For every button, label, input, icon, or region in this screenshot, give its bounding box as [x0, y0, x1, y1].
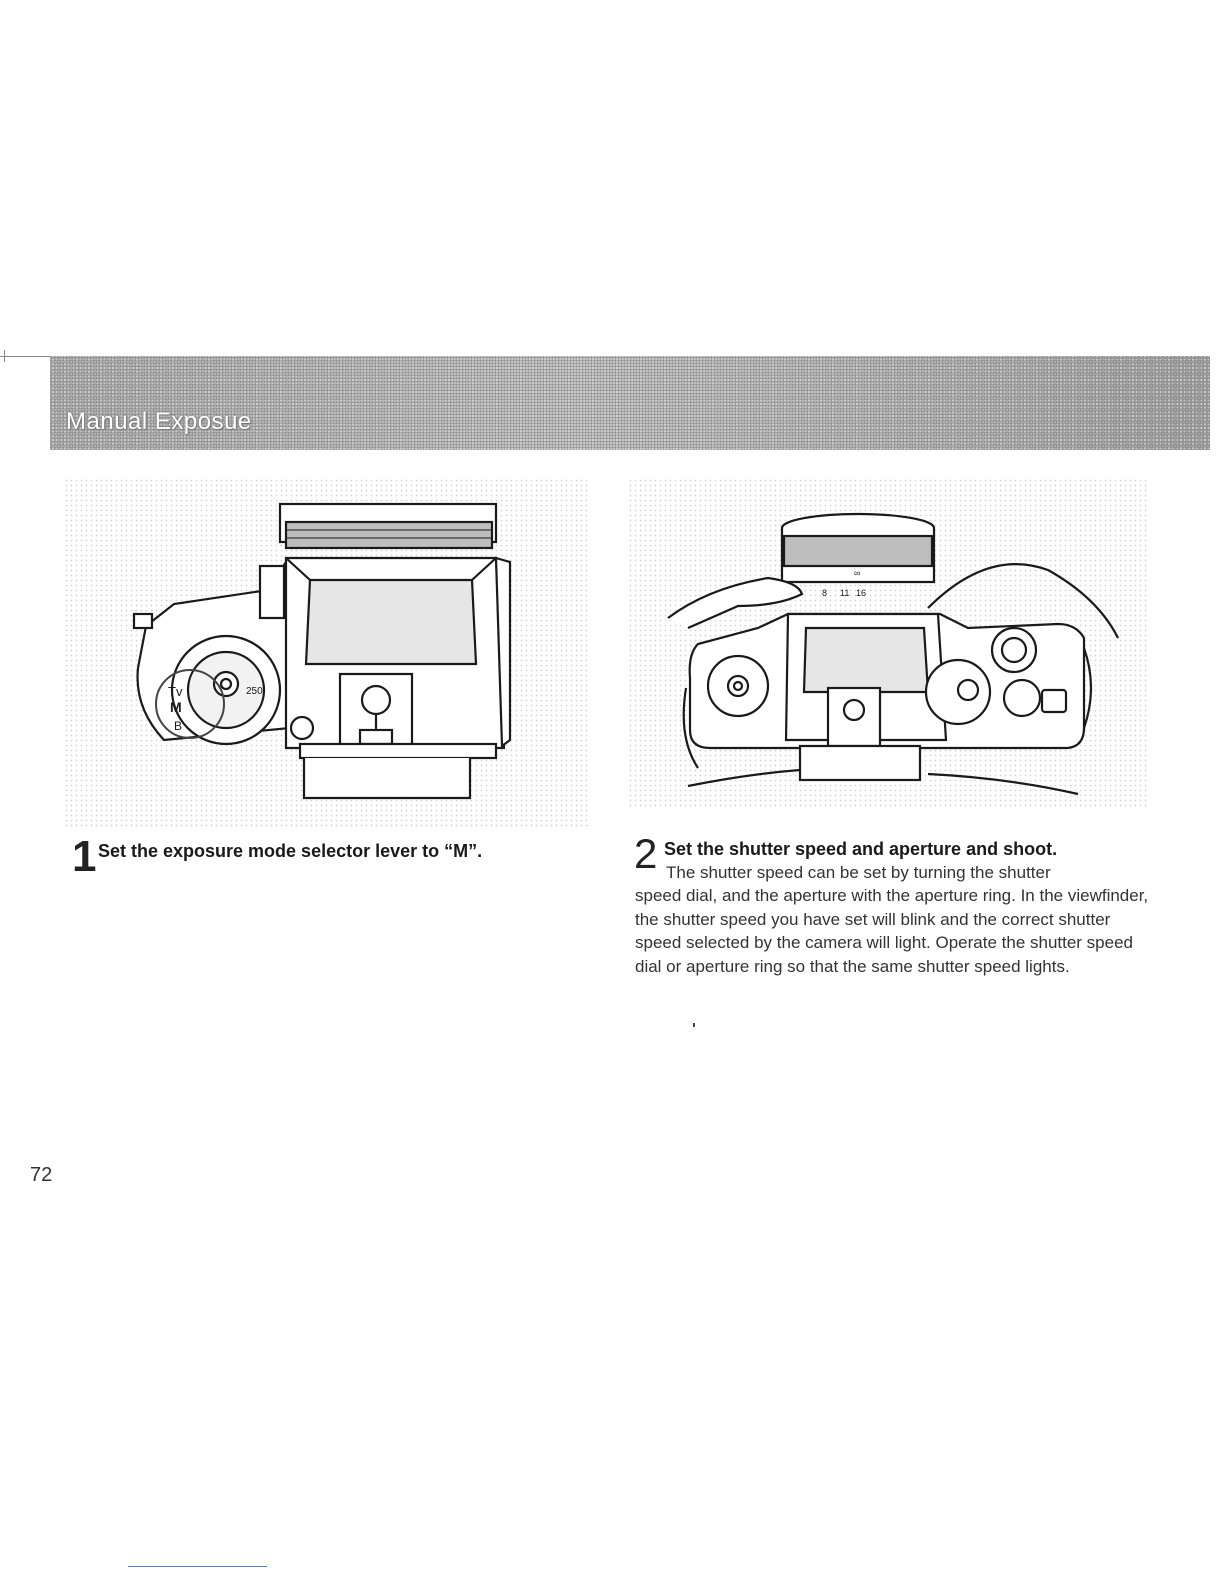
mode-label-b: B: [174, 719, 182, 733]
crop-mark-tick: [4, 350, 5, 362]
lens-label-infinity: ∞: [854, 568, 860, 578]
crop-mark: [0, 356, 52, 357]
step-2-heading: Set the shutter speed and aperture and s…: [664, 839, 1058, 859]
lens-label-8: 8: [822, 588, 827, 598]
bottom-rule: [128, 1566, 267, 1567]
step-2-body: speed dial, and the aperture with the ap…: [635, 886, 1149, 976]
camera-shooting-drawing: ∞ 8 11 16: [667, 512, 1119, 796]
section-header-band: Manual Exposue: [50, 356, 1210, 450]
camera-hands-illustration-right: ∞ 8 11 16: [628, 478, 1148, 808]
lens-label-16: 16: [856, 588, 866, 598]
lens-label-11: 11: [840, 588, 849, 598]
step-number-2: 2: [634, 830, 658, 877]
mode-label-m: M: [170, 699, 182, 715]
step-1-heading: Set the exposure mode selector lever to …: [98, 841, 483, 861]
step-2-body-first-line: The shutter speed can be set by turning …: [666, 863, 1051, 882]
section-title: Manual Exposue: [66, 408, 252, 435]
step-number-1: 1: [72, 832, 97, 881]
speed-dial-label: 250: [246, 686, 263, 697]
mode-label-tv: Tv: [168, 684, 183, 699]
camera-mode-dial-drawing: Tv M B 250: [132, 502, 512, 800]
print-speck: [693, 1023, 695, 1027]
camera-top-illustration-left: Tv M B 250: [64, 478, 590, 828]
page-number: 72: [30, 1164, 53, 1186]
